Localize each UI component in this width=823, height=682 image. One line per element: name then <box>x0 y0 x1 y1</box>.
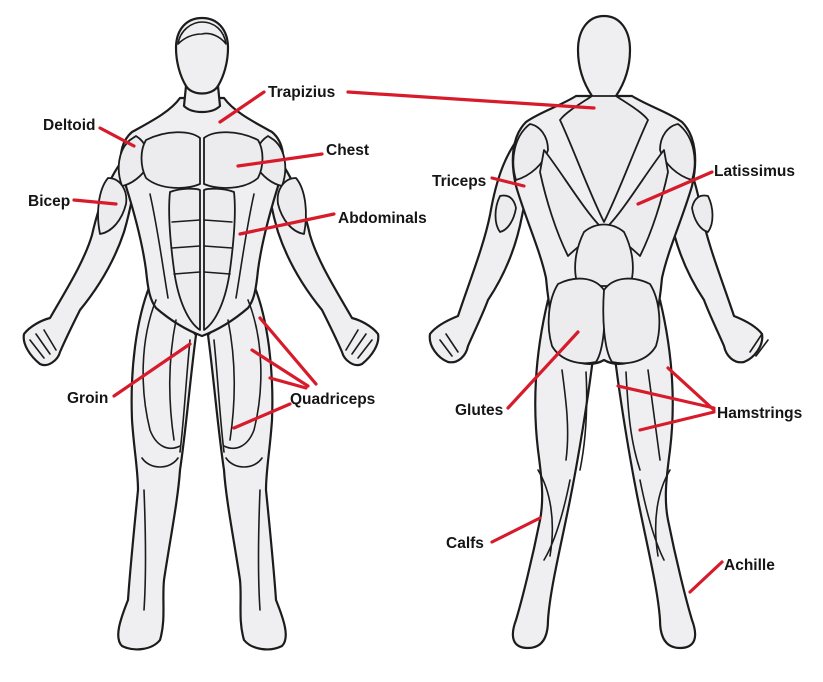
label-latissimus: Latissimus <box>714 163 795 180</box>
pointer-triceps <box>490 176 526 188</box>
pointer-quad-3 <box>268 376 308 390</box>
label-bicep: Bicep <box>28 193 70 210</box>
pointer-trapizius <box>346 90 596 110</box>
pointer-abdominals <box>238 212 336 236</box>
pointer-hamstrings-2 <box>666 366 716 412</box>
pointer-latissimus <box>636 170 714 206</box>
pointer-deltoid <box>98 126 136 148</box>
back-left-glute <box>547 277 606 365</box>
front-abdominals <box>168 187 236 331</box>
pointer-hamstrings-1 <box>616 384 716 410</box>
label-groin: Groin <box>67 390 108 407</box>
back-lower-back <box>574 223 634 287</box>
back-left-leg <box>511 298 596 650</box>
label-trapizius: Trapizius <box>268 84 335 101</box>
pointer-groin <box>112 342 192 398</box>
pointer-achille <box>688 560 724 594</box>
front-left-quad-lines <box>142 299 191 453</box>
pointer-lines <box>72 90 724 594</box>
labels: Trapizius Deltoid Chest Bicep Abdominals… <box>28 84 802 574</box>
back-head <box>576 14 632 104</box>
label-glutes: Glutes <box>455 402 503 419</box>
back-figure <box>428 14 769 650</box>
front-figure <box>22 16 380 651</box>
label-hamstrings: Hamstrings <box>717 405 802 422</box>
back-right-leg <box>612 298 697 650</box>
back-left-arm <box>428 126 538 364</box>
back-hamstring-lines <box>561 369 661 471</box>
pointer-quad-1 <box>258 316 318 386</box>
front-neck <box>182 84 222 114</box>
label-achille: Achille <box>724 557 775 574</box>
label-quadriceps: Quadriceps <box>290 391 375 408</box>
front-right-pec <box>203 131 264 189</box>
pointer-hamstrings-3 <box>638 410 716 432</box>
label-triceps: Triceps <box>432 173 486 190</box>
pointer-chest <box>236 152 324 168</box>
label-abdominals: Abdominals <box>338 210 427 227</box>
label-calfs: Calfs <box>446 535 484 552</box>
back-right-deltoid <box>659 123 696 181</box>
label-deltoid: Deltoid <box>43 117 96 134</box>
back-left-deltoid <box>512 123 549 181</box>
back-left-tricep <box>494 194 517 233</box>
pointer-glutes <box>506 330 580 410</box>
pointer-calfs <box>490 516 542 544</box>
pointer-quad-2 <box>250 348 310 388</box>
back-trapezius <box>559 95 649 223</box>
front-left-pec <box>140 131 201 189</box>
back-right-tricep <box>691 194 714 233</box>
back-calf-lines <box>537 469 671 561</box>
pointer-quad-4 <box>232 402 292 430</box>
back-right-glute <box>602 277 661 365</box>
label-chest: Chest <box>326 142 369 159</box>
pointer-bicep <box>72 198 118 206</box>
pointer-trapizius-front <box>218 90 266 124</box>
